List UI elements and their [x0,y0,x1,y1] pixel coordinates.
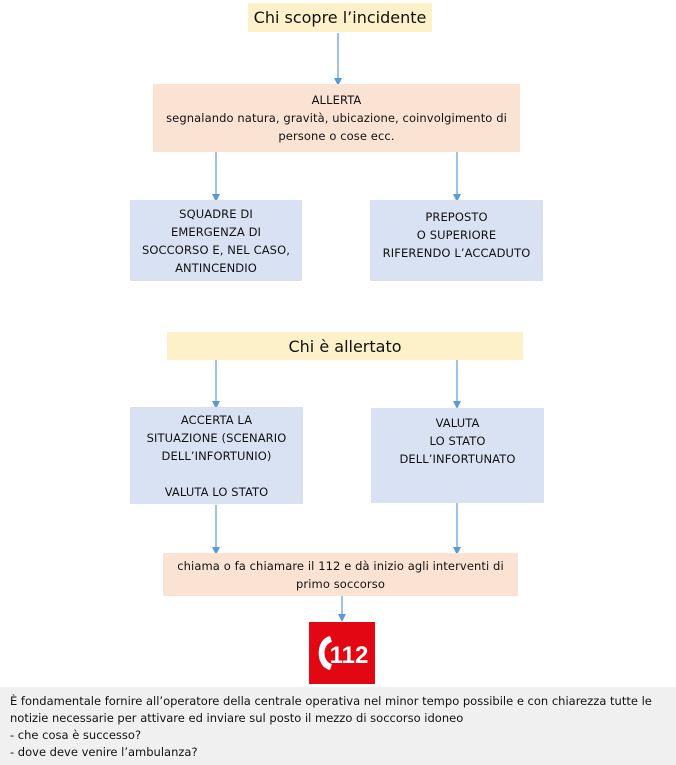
note-line: - che cosa è successo? [10,728,142,742]
squadre-line: SQUADRE DI [179,206,253,221]
valuta-box: VALUTA LO STATO DELL’INFORTUNATO [371,408,544,503]
chiama-line: chiama o fa chiamare il 112 e dà inizio … [177,558,504,573]
valuta-line: LO STATO [429,434,486,448]
accerta-line: SITUAZIONE (SCENARIO [146,430,287,445]
allerta-line: segnalando natura, gravità, ubicazione, … [166,111,507,125]
squadre-line: EMERGENZA DI [170,224,262,239]
accerta-box: ACCERTA LA SITUAZIONE (SCENARIO DELL’INF… [130,407,303,504]
note-box: È fondamentale fornire all’operatore del… [0,687,676,765]
logo-112-text: 112 [330,642,369,669]
logo-112: 112 [309,622,375,684]
allerta-box: ALLERTA segnalando natura, gravità, ubic… [153,84,520,152]
phone-handset-icon: 112 [318,636,369,670]
chiama-line: primo soccorso [296,576,385,591]
valuta-line: VALUTA [435,416,480,430]
accerta-line: ACCERTA LA [180,412,253,427]
allerta-line: persone o cose ecc. [278,129,395,143]
chiama-box: chiama o fa chiamare il 112 e dà inizio … [163,553,518,596]
preposto-line: PREPOSTO [425,210,488,224]
chi-scopre-box: Chi scopre l’incidente [248,3,432,32]
note-line: - dove deve venire l’ambulanza? [10,745,198,759]
squadre-box: SQUADRE DI EMERGENZA DI SOCCORSO E, NEL … [130,200,302,281]
chi-allertato-box: Chi è allertato [167,332,523,360]
accerta-extra: VALUTA LO STATO [164,484,269,499]
chi-scopre-label: Chi scopre l’incidente [253,8,427,27]
chi-allertato-label: Chi è allertato [288,336,402,356]
preposto-line: O SUPERIORE [416,228,497,242]
squadre-line: SOCCORSO E, NEL CASO, [142,242,290,257]
preposto-box: PREPOSTO O SUPERIORE RIFERENDO L’ACCADUT… [370,200,543,281]
note-line: notizie necessarie per attivare ed invia… [10,711,464,725]
accerta-line: DELL’INFORTUNIO) [161,448,272,463]
allerta-line: ALLERTA [311,93,362,107]
valuta-line: DELL’INFORTUNATO [399,452,516,466]
preposto-line: RIFERENDO L’ACCADUTO [382,246,531,260]
note-line: È fondamentale fornire all’operatore del… [10,694,652,708]
squadre-line: ANTINCENDIO [175,260,257,275]
